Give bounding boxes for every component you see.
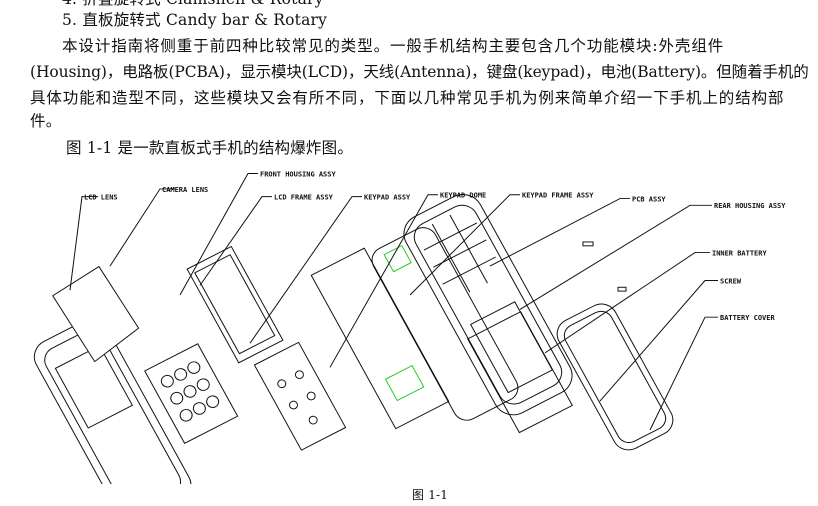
- label-front-housing: FRONT HOUSING ASSY: [260, 171, 337, 179]
- figure-caption: 图 1-1: [412, 488, 449, 502]
- paragraph-line-2: (Housing)，电路板(PCBA)，显示模块(LCD)，天线(Antenna…: [30, 63, 809, 81]
- lcd-lens-part: [52, 265, 140, 363]
- lcd-frame-part: [186, 245, 284, 364]
- label-camera-lens: CAMERA LENS: [162, 186, 208, 194]
- leader-lines: [69, 173, 718, 431]
- rear-housing-part: [403, 194, 573, 416]
- paragraph-line-1: 本设计指南将侧重于前四种比较常见的类型。一般手机结构主要包含几个功能模块:外壳组…: [62, 37, 725, 55]
- paragraph-line-4: 件。: [30, 112, 62, 130]
- screw-part: [617, 286, 627, 292]
- front-housing-part: [33, 319, 192, 484]
- label-rear-housing: REAR HOUSING ASSY: [714, 202, 786, 210]
- screw-part: [582, 241, 594, 247]
- label-lcd-frame: LCD FRAME ASSY: [274, 194, 334, 202]
- label-lcd-lens: LCD LENS: [84, 194, 118, 202]
- label-battery-cover: BATTERY COVER: [720, 314, 776, 322]
- label-keypad-dome: KEYPAD DOME: [440, 192, 486, 200]
- keypad-frame-part: [310, 247, 450, 430]
- label-keypad-assy: KEYPAD ASSY: [364, 194, 411, 202]
- paragraph-line-3: 具体功能和造型不同，这些模块又会有所不同，下面以几种常见手机为例来简单介绍一下手…: [30, 89, 785, 107]
- list-item-4: 4. 折叠旋转式 Clamshell & Rotary: [62, 0, 324, 8]
- label-screw: SCREW: [720, 278, 742, 286]
- exploded-view-diagram: LCD LENS CAMERA LENS FRONT HOUSING ASSY …: [33, 171, 786, 484]
- label-pcb-assy: PCB ASSY: [632, 196, 667, 204]
- list-item-5: 5. 直板旋转式 Candy bar & Rotary: [62, 11, 328, 29]
- inner-battery-part: [467, 311, 573, 434]
- label-keypad-frame: KEYPAD FRAME ASSY: [522, 192, 594, 200]
- label-inner-battery: INNER BATTERY: [712, 250, 768, 258]
- figure-intro: 图 1-1 是一款直板式手机的结构爆炸图。: [66, 139, 354, 157]
- keypad-dome-part: [253, 341, 347, 451]
- battery-cover-part: [556, 303, 674, 451]
- keypad-part: [144, 343, 239, 444]
